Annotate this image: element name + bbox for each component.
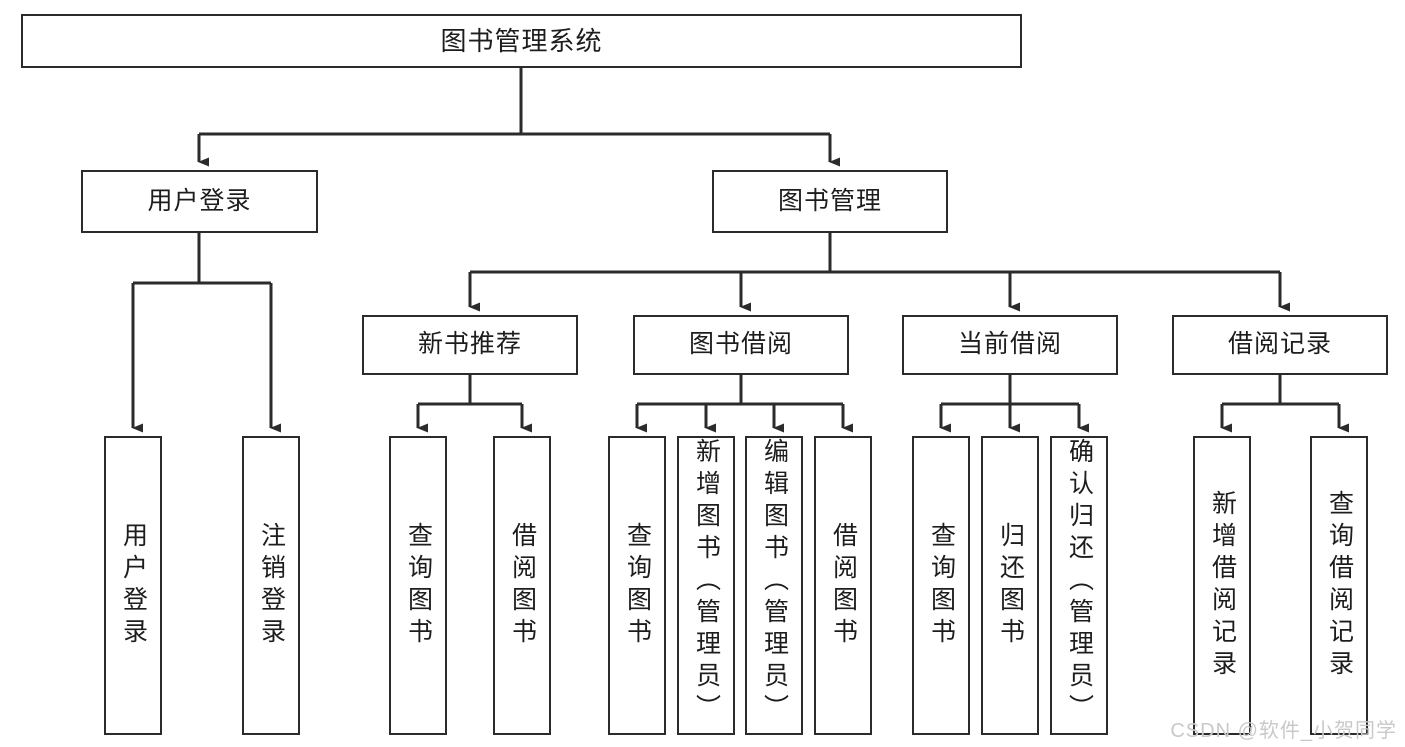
leaf-edit-book-admin[interactable]: 编辑图书（管理员）	[745, 436, 803, 735]
leaf-query-book-borrow-label: 查询图书	[623, 521, 652, 650]
leaf-borrow-book-borrow[interactable]: 借阅图书	[814, 436, 872, 735]
leaf-return-book-label: 归还图书	[996, 521, 1025, 650]
leaf-query-book-recommend-label: 查询图书	[404, 521, 433, 650]
node-root-label: 图书管理系统	[440, 25, 603, 56]
leaf-add-book-admin-label: 新增图书（管理员）	[692, 438, 721, 726]
node-root[interactable]: 图书管理系统	[21, 14, 1022, 68]
node-user-login[interactable]: 用户登录	[81, 170, 318, 233]
node-book-borrow[interactable]: 图书借阅	[633, 315, 849, 375]
leaf-logout-label: 注销登录	[257, 521, 286, 650]
leaf-confirm-return-admin[interactable]: 确认归还（管理员）	[1050, 436, 1108, 735]
leaf-query-book-recommend[interactable]: 查询图书	[389, 436, 447, 735]
node-borrow-record-label: 借阅记录	[1227, 330, 1332, 359]
leaf-add-book-admin[interactable]: 新增图书（管理员）	[677, 436, 735, 735]
node-new-book-recommend-label: 新书推荐	[417, 330, 522, 359]
leaf-return-book[interactable]: 归还图书	[981, 436, 1039, 735]
leaf-borrow-book-recommend[interactable]: 借阅图书	[493, 436, 551, 735]
leaf-add-borrow-record[interactable]: 新增借阅记录	[1193, 436, 1251, 735]
node-book-management[interactable]: 图书管理	[712, 170, 948, 233]
node-book-borrow-label: 图书借阅	[688, 330, 793, 359]
leaf-add-borrow-record-label: 新增借阅记录	[1208, 489, 1237, 682]
leaf-query-book-borrow[interactable]: 查询图书	[608, 436, 666, 735]
node-current-borrow[interactable]: 当前借阅	[902, 315, 1118, 375]
leaf-logout[interactable]: 注销登录	[242, 436, 300, 735]
node-book-management-label: 图书管理	[777, 186, 882, 215]
leaf-borrow-book-borrow-label: 借阅图书	[829, 521, 858, 650]
node-current-borrow-label: 当前借阅	[957, 330, 1062, 359]
leaf-query-book-current[interactable]: 查询图书	[912, 436, 970, 735]
leaf-confirm-return-admin-label: 确认归还（管理员）	[1065, 438, 1094, 726]
leaf-query-book-current-label: 查询图书	[927, 521, 956, 650]
node-new-book-recommend[interactable]: 新书推荐	[362, 315, 578, 375]
leaf-user-login-label: 用户登录	[119, 521, 148, 650]
leaf-edit-book-admin-label: 编辑图书（管理员）	[760, 438, 789, 726]
leaf-user-login[interactable]: 用户登录	[104, 436, 162, 735]
node-user-login-label: 用户登录	[147, 186, 252, 215]
leaf-query-borrow-record[interactable]: 查询借阅记录	[1310, 436, 1368, 735]
node-borrow-record[interactable]: 借阅记录	[1172, 315, 1388, 375]
leaf-borrow-book-recommend-label: 借阅图书	[508, 521, 537, 650]
leaf-query-borrow-record-label: 查询借阅记录	[1325, 489, 1354, 682]
